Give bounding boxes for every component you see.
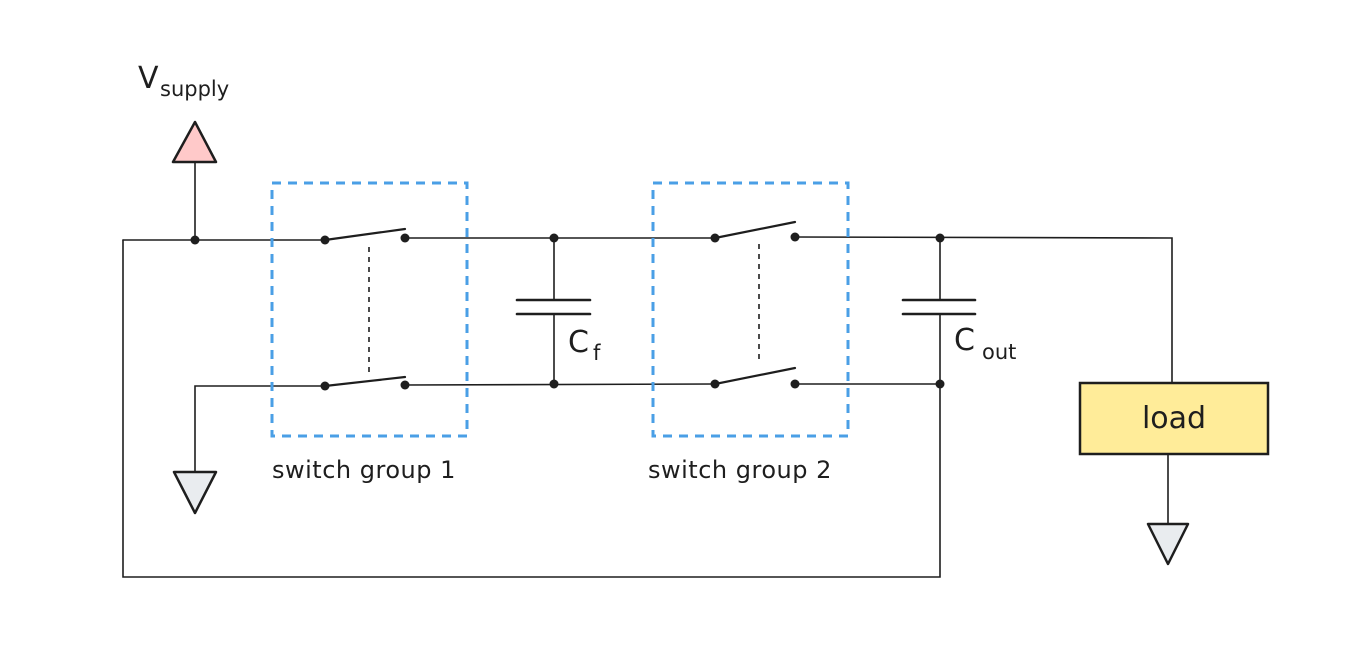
cf-label-subscript: f [593,341,601,365]
switch-group-2-label: switch group 2 [648,456,832,484]
cout-label-subscript: out [982,340,1016,364]
ground-wire-left [194,385,326,473]
load-ground-triangle-icon [1146,522,1190,566]
feedback-loop-wire [122,239,941,578]
switch-group-1-box [270,181,469,438]
switch-2-top-lever [713,220,797,240]
load-label: load [1142,401,1206,436]
top-rail-right [794,236,1173,384]
cout-bottom-node [935,379,945,389]
supply-label: V [138,61,159,96]
supply-junction-node [190,235,200,245]
switch-2-bottom-lever [713,366,797,386]
supply-triangle-icon [171,120,218,164]
ground-triangle-icon [172,470,218,515]
cf-bottom-node [549,379,559,389]
switch-2-top-left-terminal [710,233,720,243]
switch-1-bottom-left-terminal [320,381,330,391]
cf-label: C [568,325,589,360]
load-box [1078,381,1270,456]
supply-label-subscript: supply [160,77,229,101]
switch-2-bottom-right-terminal [790,379,800,389]
switch-2-top-right-terminal [790,232,800,242]
switch-2-bottom-left-terminal [710,379,720,389]
switch-1-bottom-lever [323,375,407,388]
cf-top-node [549,233,559,243]
switch-1-top-left-terminal [320,235,330,245]
switch-1-bottom-right-terminal [400,380,410,390]
switch-1-top-lever [323,227,407,242]
cout-top-node [935,233,945,243]
switch-group-2-box [651,181,850,438]
switch-1-top-right-terminal [400,233,410,243]
switch-group-1-label: switch group 1 [272,456,456,484]
cout-label: C [954,323,975,358]
bottom-rail-mid [404,383,716,386]
